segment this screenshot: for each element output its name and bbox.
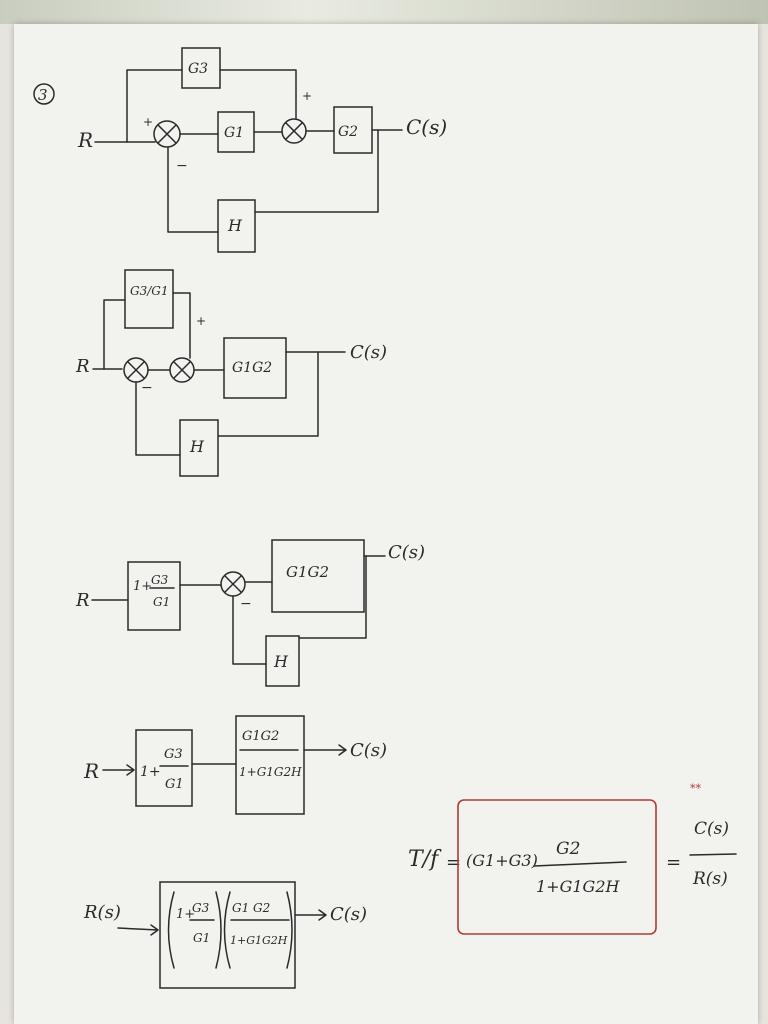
- result-ratio-den: R(s): [692, 869, 728, 889]
- d2-feedforward-to-sum2: [172, 292, 191, 359]
- d1-block-h: [217, 199, 256, 253]
- result-lhs: T/f: [408, 847, 442, 872]
- diagram-4: R 1+ G3 G1 G1G2 1+G1G2H C(s): [83, 715, 387, 815]
- d3-output-label: C(s): [388, 542, 425, 563]
- svg-text:3: 3: [38, 86, 48, 104]
- svg-text:=: =: [446, 852, 461, 873]
- d4-output-label: C(s): [350, 740, 387, 761]
- d1-feedforward-line: [126, 69, 183, 143]
- d1-feedforward-to-sum2: [219, 69, 297, 119]
- d1-summing-junction-1: [153, 120, 181, 148]
- svg-text:G1: G1: [224, 125, 244, 141]
- svg-text:H: H: [189, 437, 205, 456]
- svg-text:G1G2: G1G2: [242, 729, 279, 744]
- result-factor: (G1+G3): [466, 851, 538, 870]
- d5-output-label: C(s): [330, 904, 367, 925]
- d5-output-arrow: [294, 909, 327, 921]
- svg-text:G3: G3: [164, 747, 183, 762]
- d1-feedback-line: [254, 129, 379, 213]
- d3-input-label: R: [75, 590, 90, 611]
- svg-text:G1G2: G1G2: [232, 360, 272, 376]
- d3-block-prefilter: [127, 561, 181, 631]
- svg-text:G1G2: G1G2: [286, 563, 329, 581]
- svg-text:=: =: [666, 852, 681, 873]
- svg-text:G1 G2: G1 G2: [232, 901, 270, 915]
- problem-number: 3: [33, 83, 55, 105]
- diagram-5: R(s) 1+ G3 G1 G1 G2 1+G1G2H C(s): [83, 881, 367, 989]
- diagram-3: R 1+ G3 G1 − G1G2 C(s) H: [75, 539, 425, 687]
- result-highlight-box: [457, 799, 657, 935]
- d2-feedforward-line: [103, 299, 126, 370]
- background-top-strip: [0, 0, 768, 24]
- svg-text:1+G1G2H: 1+G1G2H: [230, 934, 288, 947]
- d5-input-label: R(s): [83, 902, 121, 923]
- d2-feedback-line: [217, 351, 319, 437]
- diagram-1: R G3 + + − G1 G2 C(s) H: [77, 47, 447, 253]
- svg-text:+: +: [302, 89, 312, 103]
- result-fraction-bar: [533, 861, 627, 867]
- result-ratio-num: C(s): [694, 819, 729, 839]
- d1-output-label: C(s): [406, 115, 447, 139]
- d4-input-label: R: [83, 759, 99, 783]
- svg-text:G3: G3: [188, 61, 208, 77]
- d5-paren-2-open: [223, 891, 231, 969]
- svg-text:G3: G3: [151, 573, 169, 587]
- svg-text:+: +: [143, 115, 153, 129]
- d2-feedback-to-sum1: [135, 381, 181, 456]
- d3-summing-junction: [220, 571, 246, 597]
- d4-block-prefilter: [135, 729, 193, 807]
- d5-input-arrow: [117, 924, 159, 936]
- d2-output-label: C(s): [350, 342, 387, 363]
- svg-text:G3: G3: [192, 901, 210, 915]
- paper-sheet: [14, 24, 758, 1024]
- svg-text:1+: 1+: [140, 764, 161, 780]
- svg-text:H: H: [273, 652, 289, 671]
- d1-feedback-to-sum1: [167, 147, 219, 233]
- svg-text:+: +: [196, 314, 206, 328]
- d2-input-label: R: [75, 356, 90, 377]
- d2-block-g3-over-g1: [124, 269, 174, 329]
- svg-text:1+: 1+: [176, 907, 195, 922]
- svg-text:G2: G2: [338, 124, 358, 140]
- d4-input-arrow: [102, 764, 135, 776]
- d5-paren-1-open: [167, 891, 175, 969]
- svg-text:−: −: [240, 596, 252, 612]
- d3-block-g1g2: [271, 539, 365, 613]
- d3-feedback-line: [298, 555, 367, 639]
- result-ratio-bar: [689, 853, 737, 856]
- d2-summing-junction-2: [169, 357, 195, 383]
- svg-text:H: H: [227, 216, 243, 235]
- d3-feedback-to-sum: [232, 595, 267, 665]
- d1-input-label: R: [77, 128, 93, 152]
- d2-block-h: [179, 419, 219, 477]
- svg-text:1+: 1+: [133, 579, 152, 594]
- d5-paren-1-close: [215, 891, 222, 969]
- d2-block-g1g2: [223, 337, 287, 399]
- svg-text:−: −: [176, 158, 188, 174]
- d3-block-h: [265, 635, 300, 687]
- svg-text:G1: G1: [165, 777, 184, 792]
- d4-block-closed-loop: [235, 715, 305, 815]
- svg-text:G1: G1: [153, 595, 170, 609]
- svg-text:1+G1G2H: 1+G1G2H: [239, 765, 302, 779]
- diagram-2: R G3/G1 + − G1G2 C(s) H: [75, 269, 387, 477]
- d5-block-overall: [159, 881, 296, 989]
- d5-paren-2-close: [286, 891, 293, 969]
- svg-text:−: −: [141, 380, 153, 396]
- svg-text:G1: G1: [193, 931, 210, 945]
- svg-text:**: **: [690, 782, 702, 795]
- result-equation: T/f = ** (G1+G3) G2 1+G1G2H = C(s) R(s): [408, 782, 737, 935]
- result-numerator: G2: [556, 839, 580, 859]
- d1-block-g3: [181, 47, 221, 89]
- svg-text:G3/G1: G3/G1: [130, 284, 168, 298]
- result-denominator: 1+G1G2H: [536, 877, 621, 896]
- d1-summing-junction-2: [281, 118, 307, 144]
- d2-summing-junction-1: [123, 357, 149, 383]
- d4-output-arrow: [303, 744, 347, 756]
